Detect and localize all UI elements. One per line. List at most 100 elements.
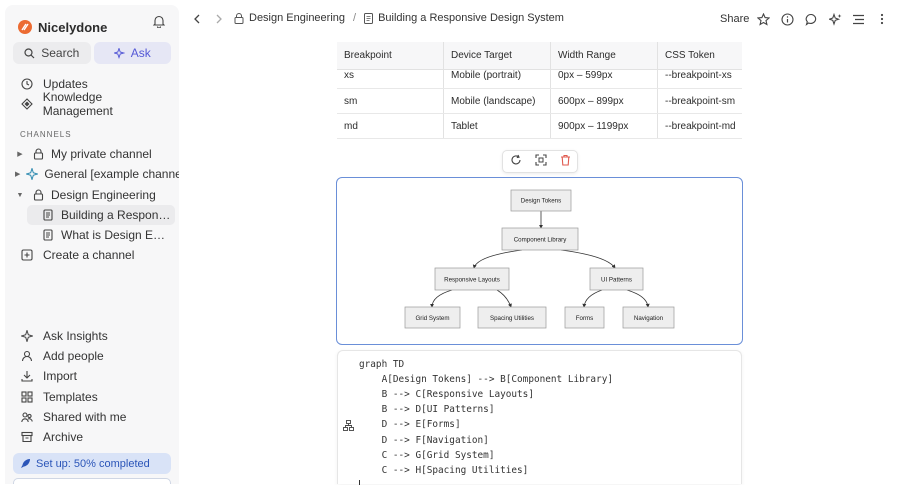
diagram-node xyxy=(589,267,644,291)
channels-header: CHANNELS xyxy=(20,130,72,139)
diagram-node-label: Navigation xyxy=(634,315,664,322)
table-cell[interactable]: sm xyxy=(337,89,444,113)
table-cell[interactable]: md xyxy=(337,114,444,138)
search-button[interactable]: Search xyxy=(13,42,91,64)
diagram-node-label: Grid System xyxy=(415,315,449,322)
breadcrumb: Design Engineering / Building a Responsi… xyxy=(234,12,564,24)
layers-icon xyxy=(20,97,34,111)
diagram-node xyxy=(622,306,675,329)
create-channel-label: Create a channel xyxy=(43,248,135,262)
create-channel-button[interactable]: Create a channel xyxy=(13,245,173,265)
ask-label: Ask xyxy=(130,46,151,60)
refresh-icon[interactable] xyxy=(510,153,522,171)
info-icon[interactable] xyxy=(780,12,794,26)
lock-icon xyxy=(31,147,45,161)
code-line: A[Design Tokens] --> B[Component Library… xyxy=(359,374,613,385)
diagram-toolbar xyxy=(502,150,578,173)
doc-item-active[interactable]: Building a Responsive Design System xyxy=(27,205,175,225)
forward-icon[interactable] xyxy=(212,12,226,26)
table-cell[interactable]: 600px – 899px xyxy=(551,89,658,113)
table-cell[interactable]: 900px – 1199px xyxy=(551,114,658,138)
star-icon[interactable] xyxy=(756,12,770,26)
code-line: D --> F[Navigation] xyxy=(359,435,489,446)
ai-sparkle-icon[interactable] xyxy=(828,12,842,26)
table-cell[interactable]: 0px – 599px xyxy=(551,64,658,88)
table-cell[interactable]: xs xyxy=(337,64,444,88)
person-icon xyxy=(20,349,34,363)
sidebar-item-shared-with-me[interactable]: Shared with me xyxy=(13,407,173,427)
edge-c-h xyxy=(496,289,512,308)
fullscreen-icon[interactable] xyxy=(534,153,547,171)
breadcrumb-channel[interactable]: Design Engineering xyxy=(249,12,346,24)
sidebar-item-ask-insights[interactable]: Ask Insights xyxy=(13,326,173,346)
sidebar-item-label: Add people xyxy=(43,349,104,363)
diagram-type-icon[interactable] xyxy=(343,418,355,431)
table-row: xs Mobile (portrait) 0px – 599px --break… xyxy=(337,64,742,89)
mermaid-code-block[interactable]: graph TD A[Design Tokens] --> B[Componen… xyxy=(337,350,742,485)
sidebar-item-knowledge-management[interactable]: Knowledge Management xyxy=(13,90,173,118)
breadcrumb-separator: / xyxy=(353,12,357,24)
sidebar-item-label: Templates xyxy=(43,390,98,404)
sidebar-item-templates[interactable]: Templates xyxy=(13,387,173,407)
column-header: CSS Token xyxy=(665,50,715,61)
table-cell[interactable]: --breakpoint-xs xyxy=(665,70,732,81)
outline-icon[interactable] xyxy=(851,12,865,26)
diagram-node-label: Design Tokens xyxy=(521,198,561,205)
table-row: sm Mobile (landscape) 600px – 899px --br… xyxy=(337,89,742,114)
sidebar-item-updates[interactable]: Updates xyxy=(13,74,173,94)
doc-label: What is Design Engineering? xyxy=(61,228,171,242)
sidebar-item-import[interactable]: Import xyxy=(13,366,173,386)
workspace-switcher[interactable]: Nicelydone xyxy=(18,15,107,39)
channel-label: General [example channel] xyxy=(44,167,179,181)
table-cell[interactable]: Mobile (landscape) xyxy=(444,89,551,113)
table-cell[interactable]: --breakpoint-sm xyxy=(665,95,736,107)
diagram-node-label: Component Library xyxy=(514,237,568,244)
edge-d-f xyxy=(626,289,650,308)
search-icon xyxy=(24,47,35,58)
sidebar-item-add-people[interactable]: Add people xyxy=(13,346,173,366)
comment-icon[interactable] xyxy=(804,12,818,26)
doc-item[interactable]: What is Design Engineering? xyxy=(27,225,175,245)
channel-general[interactable]: ▶ General [example channel] xyxy=(13,164,179,184)
sidebar-item-label: Archive xyxy=(43,430,84,444)
diagram-node xyxy=(510,189,572,212)
table-row: md Tablet 900px – 1199px --breakpoint-md xyxy=(337,114,742,139)
table-cell[interactable]: Mobile (portrait) xyxy=(444,64,551,88)
back-icon[interactable] xyxy=(190,12,204,26)
chevron-down-icon[interactable]: ▼ xyxy=(16,191,24,199)
setup-label: Set up: 50% completed xyxy=(36,457,150,470)
create-channel-icon xyxy=(20,248,34,262)
code-line: B --> D[UI Patterns] xyxy=(359,404,495,415)
code-line: graph TD xyxy=(359,359,405,370)
diagram-node-label: Forms xyxy=(576,315,594,322)
edge-d-e xyxy=(582,289,603,308)
share-button[interactable]: Share xyxy=(720,13,750,25)
column-header: Device Target xyxy=(444,42,551,69)
column-header: Width Range xyxy=(551,42,658,69)
table-cell[interactable]: --breakpoint-md xyxy=(665,120,736,132)
text-cursor xyxy=(359,480,360,485)
workspace-name: Nicelydone xyxy=(38,19,108,35)
chevron-right-icon[interactable]: ▶ xyxy=(15,171,21,178)
code-line: D --> E[Forms] xyxy=(359,419,461,430)
more-options-icon[interactable] xyxy=(875,12,889,26)
archive-icon xyxy=(20,430,34,444)
diagram-node xyxy=(564,306,605,329)
setup-progress-button[interactable]: Set up: 50% completed xyxy=(13,453,171,474)
channel-design-engineering[interactable]: ▼ Design Engineering xyxy=(13,185,173,205)
breadcrumb-doc[interactable]: Building a Responsive Design System xyxy=(378,12,564,24)
chevron-right-icon[interactable]: ▶ xyxy=(17,151,23,158)
delete-icon[interactable] xyxy=(560,153,571,171)
mermaid-diagram[interactable]: Design Tokens Component Library Responsi… xyxy=(336,177,743,345)
bell-icon[interactable] xyxy=(152,15,167,29)
setup-card xyxy=(13,478,171,484)
sidebar-item-archive[interactable]: Archive xyxy=(13,427,173,447)
shared-icon xyxy=(20,410,34,424)
document-icon xyxy=(41,208,55,222)
table-cell[interactable]: Tablet xyxy=(444,114,551,138)
diagram-node xyxy=(434,267,510,291)
channel-my-private-channel[interactable]: ▶ My private channel xyxy=(13,144,173,164)
ask-button[interactable]: Ask xyxy=(93,42,171,64)
diagram-node-label: Responsive Layouts xyxy=(444,277,500,284)
clock-icon xyxy=(20,77,34,91)
